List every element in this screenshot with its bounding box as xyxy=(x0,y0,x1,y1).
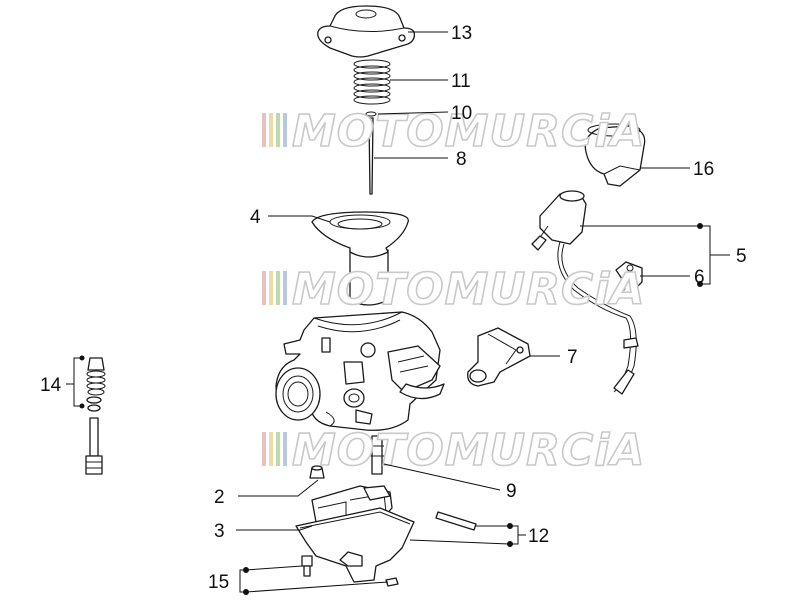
label-10: 10 xyxy=(451,103,472,124)
label-16: 16 xyxy=(693,159,714,180)
part-2-jet xyxy=(309,465,325,479)
part-7-valve xyxy=(467,327,531,387)
part-6-clamp xyxy=(615,261,643,297)
leader-15b xyxy=(245,581,389,593)
label-12: 12 xyxy=(528,526,549,547)
label-4: 4 xyxy=(250,207,261,228)
part-numbers: 13 11 10 8 16 4 5 6 7 14 2 9 3 12 15 xyxy=(40,23,747,593)
part-3-bowl xyxy=(295,507,415,583)
part-8-needle xyxy=(368,117,374,195)
label-14: 14 xyxy=(40,375,62,396)
label-6: 6 xyxy=(694,267,705,288)
leader-12b xyxy=(409,539,511,545)
leader-15-bracket xyxy=(239,569,246,593)
label-9: 9 xyxy=(506,481,517,502)
carburetor-body xyxy=(275,311,445,431)
leader-15a xyxy=(245,565,303,571)
part-11-spring xyxy=(353,59,391,105)
label-5: 5 xyxy=(736,246,747,267)
leader-lines xyxy=(66,31,730,593)
label-7: 7 xyxy=(567,347,578,368)
leader-9 xyxy=(383,463,501,491)
watermark-text: MOTOMURCiA xyxy=(292,425,645,476)
watermark-3: MOTOMURCiA xyxy=(262,424,645,477)
label-2: 2 xyxy=(214,487,225,508)
part-16-boot xyxy=(584,123,646,187)
leader-2 xyxy=(238,479,319,497)
part-13-cover xyxy=(317,5,416,58)
leader-14-bracket xyxy=(73,357,82,407)
part-4-diaphragm-slide xyxy=(311,211,409,306)
part-14-screw xyxy=(85,357,106,475)
label-3: 3 xyxy=(214,521,225,542)
label-15: 15 xyxy=(208,572,229,593)
leader-10 xyxy=(377,111,449,115)
watermark-2: MOTOMURCiA xyxy=(262,263,645,316)
part-5-choke xyxy=(531,190,639,395)
part-15-screws xyxy=(301,555,399,587)
watermark-1: MOTOMURCiA xyxy=(262,105,645,158)
watermark-text: MOTOMURCiA xyxy=(292,106,645,157)
part-10-clip xyxy=(365,111,377,117)
part-9-tube xyxy=(370,435,384,475)
label-13: 13 xyxy=(451,23,472,44)
leader-4 xyxy=(268,215,331,223)
leader-3 xyxy=(236,525,313,531)
label-8: 8 xyxy=(456,149,467,170)
watermark-text: MOTOMURCiA xyxy=(292,264,645,315)
label-11: 11 xyxy=(451,71,471,92)
bracket-dots xyxy=(79,223,703,595)
